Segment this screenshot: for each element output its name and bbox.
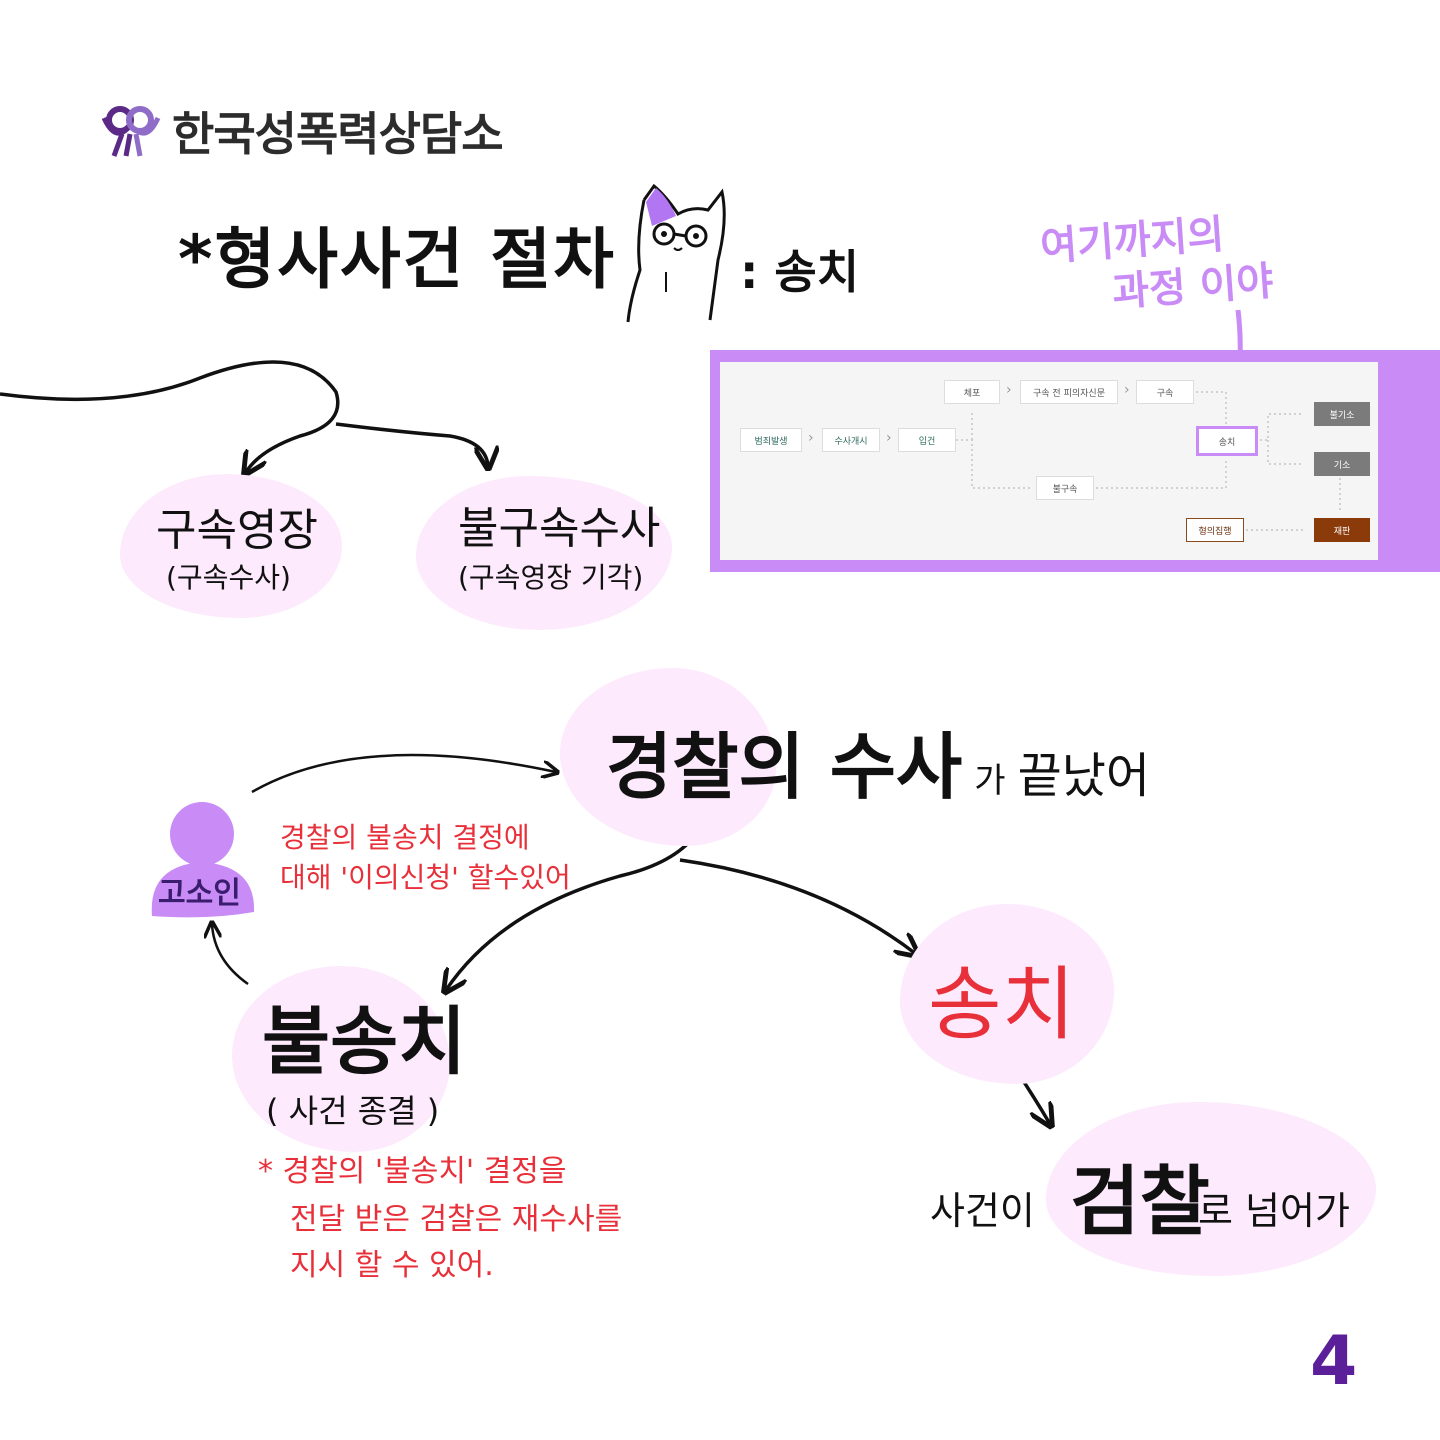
detention-warrant-sub: (구속수사) xyxy=(166,561,291,594)
police-end-label: 끝났어 xyxy=(1017,748,1151,804)
flow-sentence-execution: 형의집행 xyxy=(1186,518,1244,542)
flow-start: 범죄발생 xyxy=(740,428,802,452)
logo-text: 한국성폭력상담소 xyxy=(172,107,504,161)
flow-detention: 구속 xyxy=(1136,380,1194,404)
nondetention-label: 불구속수사 xyxy=(458,503,661,554)
flow-arrow-2: › xyxy=(886,430,892,446)
blob-detention-warrant xyxy=(120,474,342,618)
police-to-nonreferral-arrow xyxy=(446,827,702,990)
flow-arrest: 체포 xyxy=(944,380,1000,404)
complainant-person-icon xyxy=(151,802,255,918)
police-particle: 가 xyxy=(974,761,1006,801)
swoosh-line xyxy=(0,360,340,472)
prosecution-big: 검찰 xyxy=(1070,1157,1210,1246)
flow-non-indictment: 불기소 xyxy=(1314,402,1370,426)
prosecution-post: 로 넘어가 xyxy=(1198,1189,1350,1233)
non-referral-sub: ( 사건 종결 ) xyxy=(266,1092,440,1130)
blob-police xyxy=(560,668,776,846)
police-to-referral-arrow xyxy=(679,858,916,954)
flow-pre-detention: 구속 전 피의자신문 xyxy=(1020,380,1118,404)
logo: 한국성폭력상담소 xyxy=(100,98,504,164)
flow-referral: 송치 xyxy=(1196,426,1258,456)
complainant-label: 고소인 xyxy=(158,876,241,911)
police-investigation-label: 경찰의 수사 xyxy=(606,725,963,809)
page-number: 4 xyxy=(1310,1322,1358,1401)
flow-arrow-3: › xyxy=(1006,382,1012,398)
cat-character-icon xyxy=(626,183,726,323)
blob-nondetention xyxy=(416,476,672,630)
non-referral-label: 불송치 xyxy=(262,999,467,1085)
blob-prosecution xyxy=(1046,1102,1376,1276)
flow-investigation: 수사개시 xyxy=(822,428,880,452)
police-end-text: 경찰의 수사 가 끝났어 xyxy=(606,708,1150,813)
objection-note-line2: 대해 '이의신청' 할수있어 xyxy=(280,861,571,894)
flow-no-detention: 불구속 xyxy=(1036,476,1094,500)
reinvestigation-note-line3: 지시 할 수 있어. xyxy=(290,1248,494,1283)
flow-arrow-4: › xyxy=(1124,382,1130,398)
complainant-to-police-arrow xyxy=(251,753,556,794)
flow-trial: 재판 xyxy=(1314,518,1370,542)
flow-arrow-1: › xyxy=(808,430,814,446)
reinvestigation-note-line2: 전달 받은 검찰은 재수사를 xyxy=(290,1202,623,1237)
flowchart-dotted-lines xyxy=(956,391,1341,531)
blob-referral xyxy=(900,904,1114,1084)
title-suffix: : 송치 xyxy=(740,245,860,299)
prosecution-pre: 사건이 xyxy=(930,1189,1035,1233)
nondetention-sub: (구속영장 기각) xyxy=(458,561,644,594)
flow-case-opened: 입건 xyxy=(898,428,956,452)
right-branch-line xyxy=(335,422,488,466)
flow-indictment: 기소 xyxy=(1314,452,1370,476)
nonreferral-to-complainant-arrow xyxy=(212,924,249,986)
flowchart-panel: 범죄발생 › 수사개시 › 입건 체포 › 구속 전 피의자신문 › 구속 불구… xyxy=(710,350,1440,572)
reinvestigation-note-line1: * 경찰의 '불송치' 결정을 xyxy=(258,1154,567,1189)
objection-note-line1: 경찰의 불송치 결정에 xyxy=(280,821,530,854)
blob-non-referral xyxy=(232,966,450,1152)
referral-label: 송치 xyxy=(928,958,1076,1051)
flowchart: 범죄발생 › 수사개시 › 입건 체포 › 구속 전 피의자신문 › 구속 불구… xyxy=(720,362,1378,560)
detention-warrant-label: 구속영장 xyxy=(156,505,318,556)
logo-mark-icon xyxy=(101,106,161,157)
page-title: *형사사건 절차 xyxy=(178,221,616,298)
